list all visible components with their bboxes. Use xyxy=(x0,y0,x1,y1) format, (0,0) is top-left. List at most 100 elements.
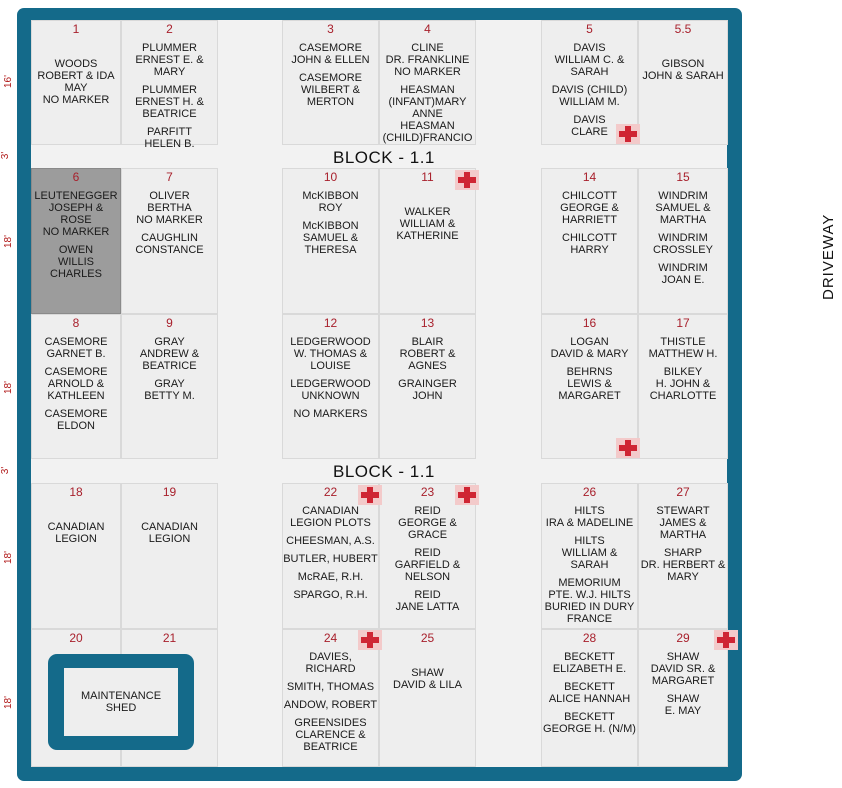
burial-entry: ANDOW, ROBERT xyxy=(283,699,378,711)
plot-number: 18 xyxy=(69,485,83,499)
burial-entry: BILKEY H. JOHN & CHARLOTTE xyxy=(649,366,717,402)
burial-entry: WINDRIM JOAN E. xyxy=(658,262,708,286)
burial-entry: WINDRIM CROSSLEY xyxy=(653,232,713,256)
block-label-upper: BLOCK - 1.1 xyxy=(333,148,435,167)
plot-number: 1 xyxy=(72,22,80,36)
cross-icon xyxy=(455,170,479,190)
burial-entry: WINDRIM SAMUEL & MARTHA xyxy=(655,190,711,226)
plot-number: 27 xyxy=(676,485,690,499)
plot-number: 13 xyxy=(420,316,435,330)
plot-number: 20 xyxy=(69,631,83,645)
burial-entry: NO MARKERS xyxy=(293,408,368,420)
plot-number: 6 xyxy=(72,170,80,184)
cross-icon xyxy=(714,630,738,650)
plot-number: 15 xyxy=(676,170,690,184)
burial-entry: CANADIAN LEGION PLOTS xyxy=(290,505,371,529)
cross-icon xyxy=(455,485,479,505)
plot-number: 26 xyxy=(582,485,597,499)
burial-entry: CHEESMAN, A.S. xyxy=(286,535,375,547)
dimension-row1: 16' xyxy=(3,74,15,89)
burial-entry: GIBSON JOHN & SARAH xyxy=(642,58,724,82)
burial-entry: OLIVER BERTHA NO MARKER xyxy=(136,190,203,226)
burial-entry: CANADIAN LEGION xyxy=(141,521,198,545)
burial-entry: REID GARFIELD & NELSON xyxy=(394,547,461,583)
burial-entry: REID JANE LATTA xyxy=(395,589,460,613)
burial-entry: GRAY BETTY M. xyxy=(144,378,195,402)
burial-entry: BECKETT GEORGE H. (N/M) xyxy=(543,711,636,735)
burial-entry: HILTS IRA & MADELINE xyxy=(545,505,634,529)
burial-entry: STEWART JAMES & MARTHA xyxy=(656,505,710,541)
burial-entry: SHAW DAVID SR. & MARGARET xyxy=(650,651,716,687)
cross-icon xyxy=(616,438,640,458)
burial-entry: LOGAN DAVID & MARY xyxy=(550,336,629,360)
maintenance-shed[interactable]: MAINTENANCE SHED xyxy=(64,668,178,736)
plot-number: 22 xyxy=(323,485,338,499)
plot-number: 8 xyxy=(72,316,80,330)
burial-entry: BEHRNS LEWIS & MARGARET xyxy=(558,366,621,402)
burial-entry: DAVIS (CHILD) WILLIAM M. xyxy=(551,84,628,108)
burial-entry: DAVIS WILLIAM C. & SARAH xyxy=(554,42,625,78)
burial-entry: CAUGHLIN CONSTANCE xyxy=(135,232,204,256)
burial-entry: SHARP DR. HERBERT & MARY xyxy=(640,547,726,583)
plot-number: 9 xyxy=(166,316,173,330)
burial-entry: McKIBBON SAMUEL & THERESA xyxy=(302,220,359,256)
dimension-row3: 18' xyxy=(3,380,15,395)
burial-entry: CHILCOTT HARRY xyxy=(562,232,617,256)
plot-number: 24 xyxy=(323,631,338,645)
burial-entry: SHAW DAVID & LILA xyxy=(393,667,462,691)
burial-entry: PLUMMER ERNEST E. & MARY xyxy=(135,42,204,78)
burial-entry: CASEMORE ELDON xyxy=(44,408,108,432)
plot-number: 4 xyxy=(424,22,431,36)
burial-entry: CASEMORE ARNOLD & KATHLEEN xyxy=(44,366,108,402)
plot-number: 5 xyxy=(586,22,593,36)
cross-icon xyxy=(358,630,382,650)
dimension-gap1: 3' xyxy=(0,151,12,160)
burial-entry: BUTLER, HUBERT xyxy=(283,553,378,565)
burial-entry: HEASMAN (INFANT)MARY ANNE HEASMAN (CHILD… xyxy=(382,84,473,144)
burial-entry: BLAIR ROBERT & AGNES xyxy=(399,336,456,372)
plot-number: 5.5 xyxy=(674,22,692,36)
plot-number: 3 xyxy=(327,22,334,36)
burial-entry: CASEMORE JOHN & ELLEN xyxy=(291,42,370,66)
plot-number: 10 xyxy=(323,170,338,184)
dimension-row2: 18' xyxy=(3,234,15,249)
burial-entry: PARFITT HELEN B. xyxy=(144,126,195,150)
burial-entry: PLUMMER ERNEST H. & BEATRICE xyxy=(135,84,204,120)
plot-number: 16 xyxy=(582,316,597,330)
plot-number: 19 xyxy=(162,485,177,499)
plot-number: 2 xyxy=(166,22,173,36)
burial-entry: WOODS ROBERT & IDA MAY NO MARKER xyxy=(37,58,115,106)
plot-number: 23 xyxy=(420,485,435,499)
cross-icon xyxy=(616,124,640,144)
plot-number: 21 xyxy=(162,631,177,645)
plot-number: 29 xyxy=(676,631,690,645)
